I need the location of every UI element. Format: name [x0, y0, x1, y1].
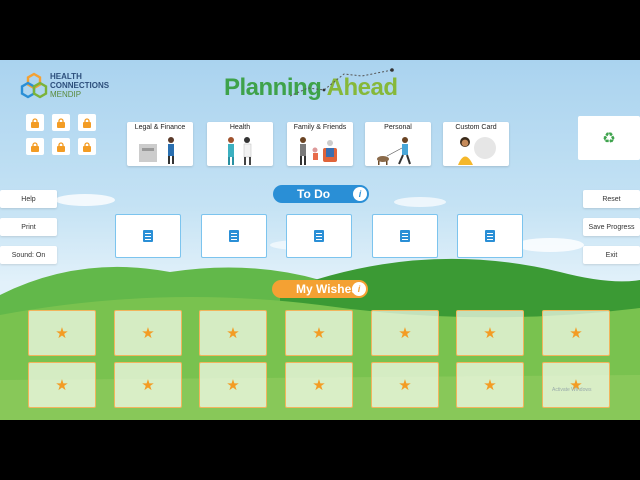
star-icon: ★	[312, 325, 326, 342]
star-icon: ★	[226, 377, 240, 394]
print-button[interactable]: Print	[0, 218, 57, 236]
hexagon-logo-icon	[20, 72, 48, 99]
lock-icon	[57, 141, 65, 152]
star-icon: ★	[55, 377, 69, 394]
todo-title: To Do	[297, 187, 331, 201]
note-icon	[400, 230, 410, 242]
family-friends-illustration-icon	[300, 137, 337, 165]
star-icon: ★	[398, 325, 412, 342]
activate-windows-watermark: Activate Windows	[552, 387, 592, 393]
todo-section-header: To Do i	[273, 185, 369, 203]
todo-slot-5[interactable]	[457, 214, 523, 258]
star-icon: ★	[141, 377, 155, 394]
lock-icon	[83, 117, 91, 128]
star-icon: ★	[312, 377, 326, 394]
star-icon: ★	[483, 325, 497, 342]
lock-icon	[31, 141, 39, 152]
star-icon: ★	[141, 325, 155, 342]
title-trend-line-decoration	[289, 68, 394, 97]
note-icon	[314, 230, 324, 242]
save-progress-button[interactable]: Save Progress	[583, 218, 640, 236]
category-card-health[interactable]: Health	[207, 122, 273, 166]
locked-card-5[interactable]	[52, 138, 70, 155]
wish-slot-9[interactable]: ★	[114, 362, 182, 408]
locked-cards-grid	[26, 114, 98, 160]
star-icon: ★	[569, 325, 583, 342]
todo-info-icon[interactable]: i	[353, 187, 367, 201]
wish-slot-3[interactable]: ★	[199, 310, 267, 356]
sound-toggle-button[interactable]: Sound: On	[0, 246, 57, 264]
todo-slot-3[interactable]	[286, 214, 352, 258]
wish-slot-6[interactable]: ★	[456, 310, 524, 356]
health-connections-logo: HEALTH CONNECTIONS MENDIP	[20, 72, 120, 100]
my-wishes-section-header: My Wishes i	[272, 280, 368, 298]
category-card-legal-finance[interactable]: Legal & Finance	[127, 122, 193, 166]
wish-slot-11[interactable]: ★	[285, 362, 353, 408]
wish-slot-4[interactable]: ★	[285, 310, 353, 356]
logo-line-1: HEALTH	[50, 72, 82, 81]
my-wishes-title: My Wishes	[296, 282, 358, 296]
locked-card-4[interactable]	[26, 138, 44, 155]
wish-slot-5[interactable]: ★	[371, 310, 439, 356]
category-label: Family & Friends	[293, 124, 347, 131]
logo-line-2: CONNECTIONS	[50, 81, 110, 90]
category-card-personal[interactable]: Personal	[365, 122, 431, 166]
todo-slot-2[interactable]	[201, 214, 267, 258]
locked-card-1[interactable]	[26, 114, 44, 131]
wish-slot-7[interactable]: ★	[542, 310, 610, 356]
todo-slot-4[interactable]	[372, 214, 438, 258]
star-icon: ★	[226, 325, 240, 342]
wish-slot-1[interactable]: ★	[28, 310, 96, 356]
note-icon	[485, 230, 495, 242]
note-icon	[229, 230, 239, 242]
note-icon	[143, 230, 153, 242]
wish-slot-2[interactable]: ★	[114, 310, 182, 356]
recycle-bin-button[interactable]: ♻	[578, 116, 640, 160]
logo-line-3: MENDIP	[50, 90, 82, 99]
wish-slot-14[interactable]: ★	[542, 362, 610, 408]
lock-icon	[57, 117, 65, 128]
reset-button[interactable]: Reset	[583, 190, 640, 208]
exit-button[interactable]: Exit	[583, 246, 640, 264]
star-icon: ★	[483, 377, 497, 394]
game-stage: HEALTH CONNECTIONS MENDIP Planning Ahead…	[0, 60, 640, 420]
title-ahead: Ahead	[326, 74, 398, 101]
locked-card-2[interactable]	[52, 114, 70, 131]
category-card-family-friends[interactable]: Family & Friends	[287, 122, 353, 166]
lock-icon	[83, 141, 91, 152]
category-label: Health	[229, 124, 251, 131]
page-title: Planning Ahead	[224, 74, 398, 102]
recycle-icon: ♻	[602, 130, 616, 147]
personal-illustration-icon	[377, 137, 411, 165]
locked-card-6[interactable]	[78, 138, 96, 155]
help-button[interactable]: Help	[0, 190, 57, 208]
health-illustration-icon	[228, 137, 252, 165]
custom-card-illustration-icon	[458, 137, 496, 165]
title-planning: Planning	[224, 74, 322, 101]
star-icon: ★	[569, 377, 583, 394]
category-label: Legal & Finance	[134, 124, 186, 131]
legal-finance-illustration-icon	[139, 137, 174, 164]
category-label: Personal	[384, 124, 412, 131]
star-icon: ★	[55, 325, 69, 342]
todo-slot-1[interactable]	[115, 214, 181, 258]
wish-slot-10[interactable]: ★	[199, 362, 267, 408]
wish-slot-12[interactable]: ★	[371, 362, 439, 408]
wish-slot-8[interactable]: ★	[28, 362, 96, 408]
category-label: Custom Card	[455, 124, 497, 131]
locked-card-3[interactable]	[78, 114, 96, 131]
wish-slot-13[interactable]: ★	[456, 362, 524, 408]
category-card-custom[interactable]: Custom Card	[443, 122, 509, 166]
star-icon: ★	[398, 377, 412, 394]
lock-icon	[31, 117, 39, 128]
my-wishes-info-icon[interactable]: i	[352, 282, 366, 296]
